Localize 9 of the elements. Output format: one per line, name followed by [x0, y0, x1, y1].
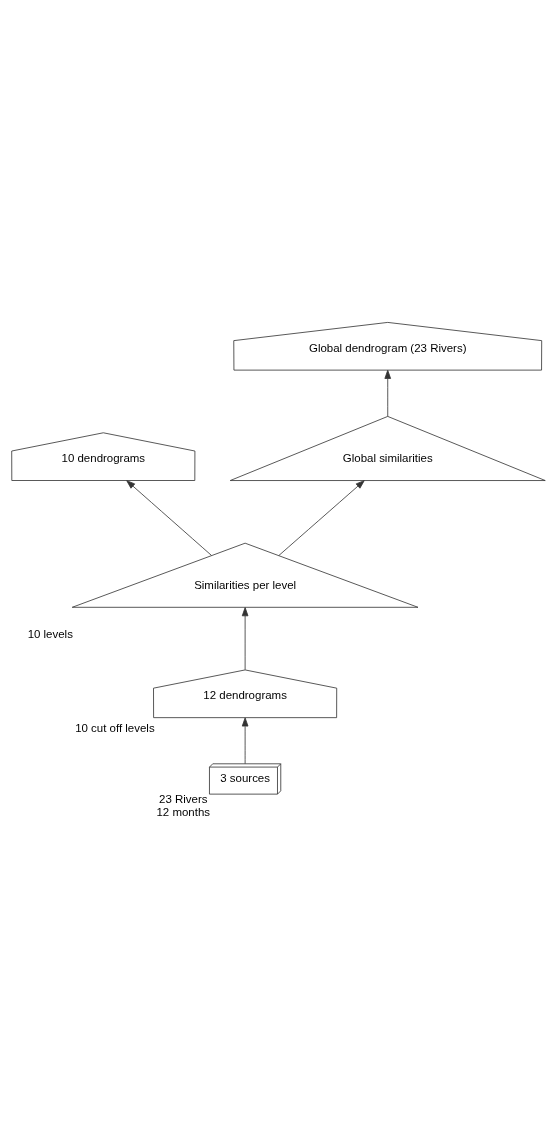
arrow	[241, 607, 249, 671]
node-label: 23 Rivers	[159, 793, 208, 806]
arrow	[278, 480, 365, 556]
arrow	[126, 480, 212, 556]
node-label: 10 cut off levels	[75, 722, 155, 734]
node-label: 10 levels	[27, 628, 73, 640]
node-label: 12 months	[156, 805, 211, 818]
arrow	[241, 717, 249, 765]
arrow	[384, 369, 392, 417]
